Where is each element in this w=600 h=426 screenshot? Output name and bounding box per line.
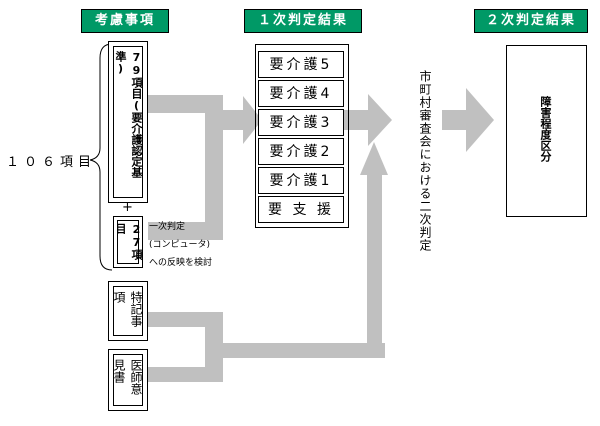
connector-special <box>148 312 213 327</box>
arrow-to-levels <box>223 96 262 144</box>
box-27-items: 27項目 <box>113 216 143 268</box>
box-special-notes-label: 特記事項 <box>112 286 143 336</box>
level-care-3: 要介護3 <box>258 109 344 136</box>
level-care-5: 要介護5 <box>258 51 344 78</box>
connector-doctor <box>148 367 213 382</box>
note-line-3: への反映を検討 <box>149 258 213 268</box>
box-special-notes: 特記事項 <box>108 281 148 341</box>
box-doctor-opinion: 医師意見書 <box>108 349 148 411</box>
levels-frame <box>255 44 349 228</box>
total-items-label: １０６項目 <box>6 155 97 170</box>
council-review-text: 市町村審査会における二次判定 <box>418 70 432 252</box>
connector-horizontal <box>205 343 385 358</box>
header-factors: 考慮事項 <box>81 9 169 33</box>
brace <box>89 43 113 271</box>
header-first-judgment: １次判定結果 <box>244 9 362 33</box>
box-doctor-opinion-label: 医師意見書 <box>112 354 143 406</box>
note-line-1: 一次判定 <box>149 222 186 232</box>
connector-79 <box>148 95 208 113</box>
level-support: 要 支 援 <box>258 196 344 223</box>
box-79-items: 79項目(要介護認定基準) <box>108 41 148 203</box>
arrow-to-second <box>442 88 494 152</box>
connector-27 <box>148 222 223 240</box>
box-disability-class-label: 障害程度区分 <box>539 96 552 162</box>
box-79-items-label: 79項目(要介護認定基準) <box>113 46 143 198</box>
note-line-2: (コンピュータ) <box>149 240 211 250</box>
level-care-1: 要介護1 <box>258 167 344 194</box>
box-disability-class: 障害程度区分 <box>506 45 587 217</box>
header-second-judgment: ２次判定結果 <box>474 9 588 33</box>
plus-sign: + <box>122 200 133 215</box>
level-care-2: 要介護2 <box>258 138 344 165</box>
connector-up <box>367 170 382 358</box>
connector-vertical <box>205 95 223 240</box>
arrow-to-council <box>344 94 392 146</box>
box-27-items-label: 27項目 <box>114 220 143 264</box>
arrow-up <box>360 142 388 175</box>
level-care-4: 要介護4 <box>258 80 344 107</box>
